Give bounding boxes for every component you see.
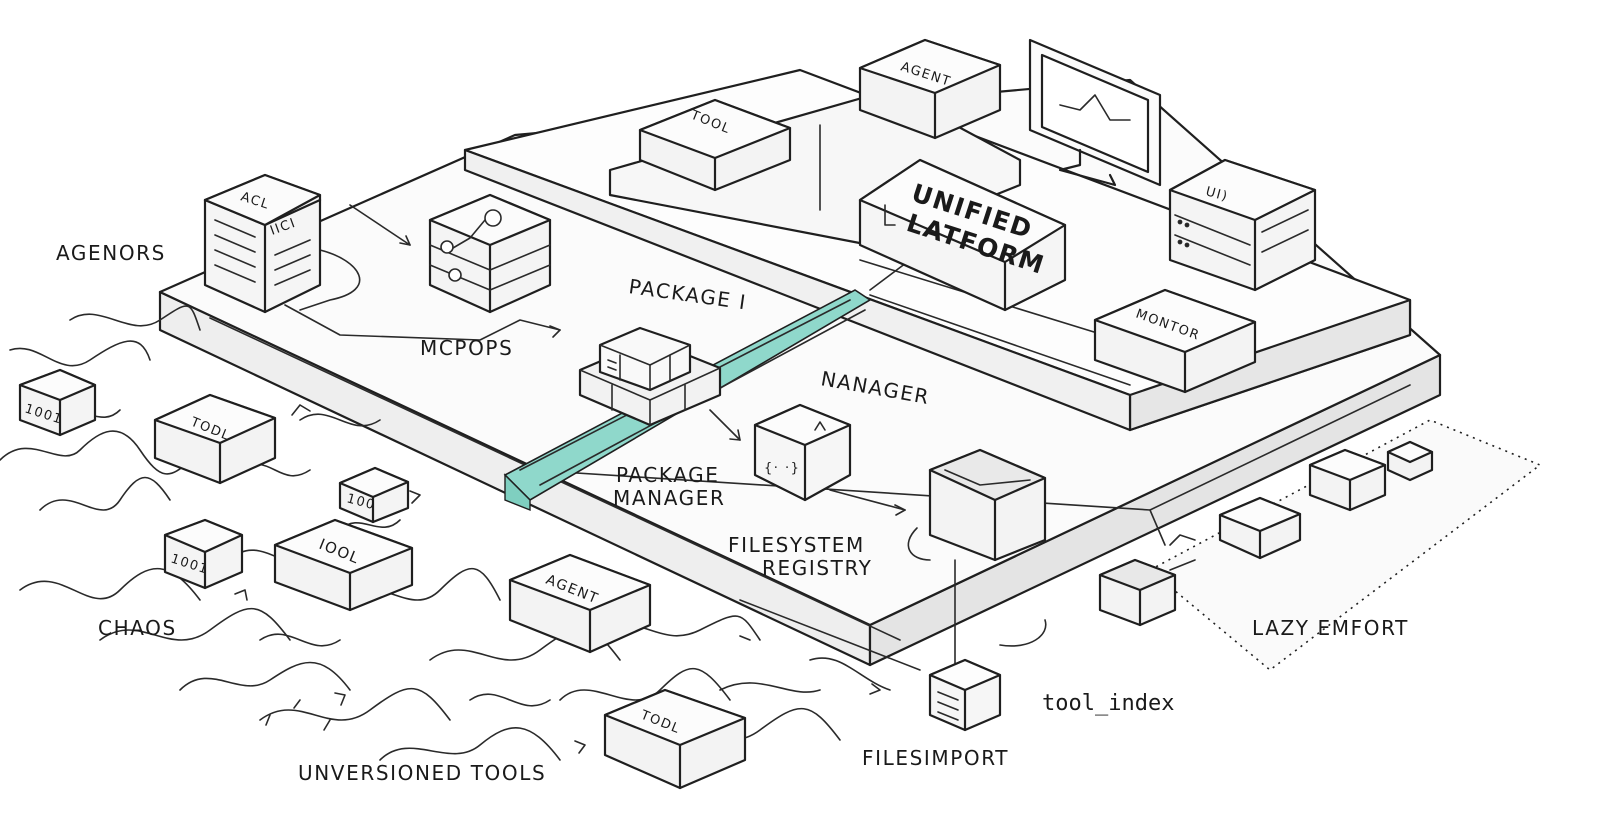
file-box bbox=[928, 448, 1047, 562]
ui-server: UI) bbox=[1168, 158, 1317, 292]
chaos-label: CHAOS bbox=[98, 616, 177, 640]
chaos-agent-box: AGENT bbox=[508, 553, 652, 654]
platform-tool-box: TOOL bbox=[638, 98, 792, 192]
filesimport-label: FILESIMPORT bbox=[862, 746, 1009, 770]
package-manager-label-1: PACKAGE bbox=[616, 463, 720, 487]
filesystem-registry-label-1: FILESYSTEM bbox=[728, 533, 865, 557]
lazy-boxes bbox=[1098, 440, 1434, 627]
chip-1001-b: 1001 bbox=[163, 518, 244, 590]
tool-index-box bbox=[928, 658, 1002, 732]
tool-index-label: tool_index bbox=[1042, 691, 1174, 716]
platform-agent-box: AGENT bbox=[858, 38, 1002, 140]
monitor-box: MONTOR bbox=[1093, 288, 1257, 394]
mcpops-node bbox=[428, 193, 552, 314]
chip-100-label: 100 bbox=[345, 491, 377, 513]
agenors-label: AGENORS bbox=[56, 241, 166, 265]
lazy-emfort-label: LAZY EMFORT bbox=[1252, 616, 1409, 640]
mcpops-label: MCPOPS bbox=[420, 336, 513, 360]
unversioned-tools-label: UNVERSIONED TOOLS bbox=[298, 761, 546, 785]
chaos-tool-box-2: IOOL bbox=[273, 518, 414, 612]
unified-platform-block: UNIFIED LATFORM bbox=[858, 158, 1067, 312]
code-block-cube: {· ·} bbox=[753, 403, 852, 502]
platform-divider-right bbox=[1149, 384, 1411, 511]
filesystem-registry-label-2: REGISTRY bbox=[762, 556, 872, 580]
package-manager-label-2: MANAGER bbox=[613, 486, 725, 510]
chaos-tool-box-1: TODL bbox=[153, 393, 277, 485]
package-cubes bbox=[578, 326, 722, 427]
chaos-arrows bbox=[234, 404, 881, 754]
chip-100: 100 bbox=[338, 466, 410, 524]
ui-label: UI) bbox=[1204, 184, 1230, 204]
chaos-tool-box-3: TODL bbox=[603, 688, 747, 790]
code-block-label: {· ·} bbox=[764, 461, 800, 476]
chip-1001-a: 1001 bbox=[18, 368, 97, 437]
monitor-screen bbox=[1028, 38, 1162, 187]
acl-server: ACL IICI bbox=[203, 173, 322, 314]
